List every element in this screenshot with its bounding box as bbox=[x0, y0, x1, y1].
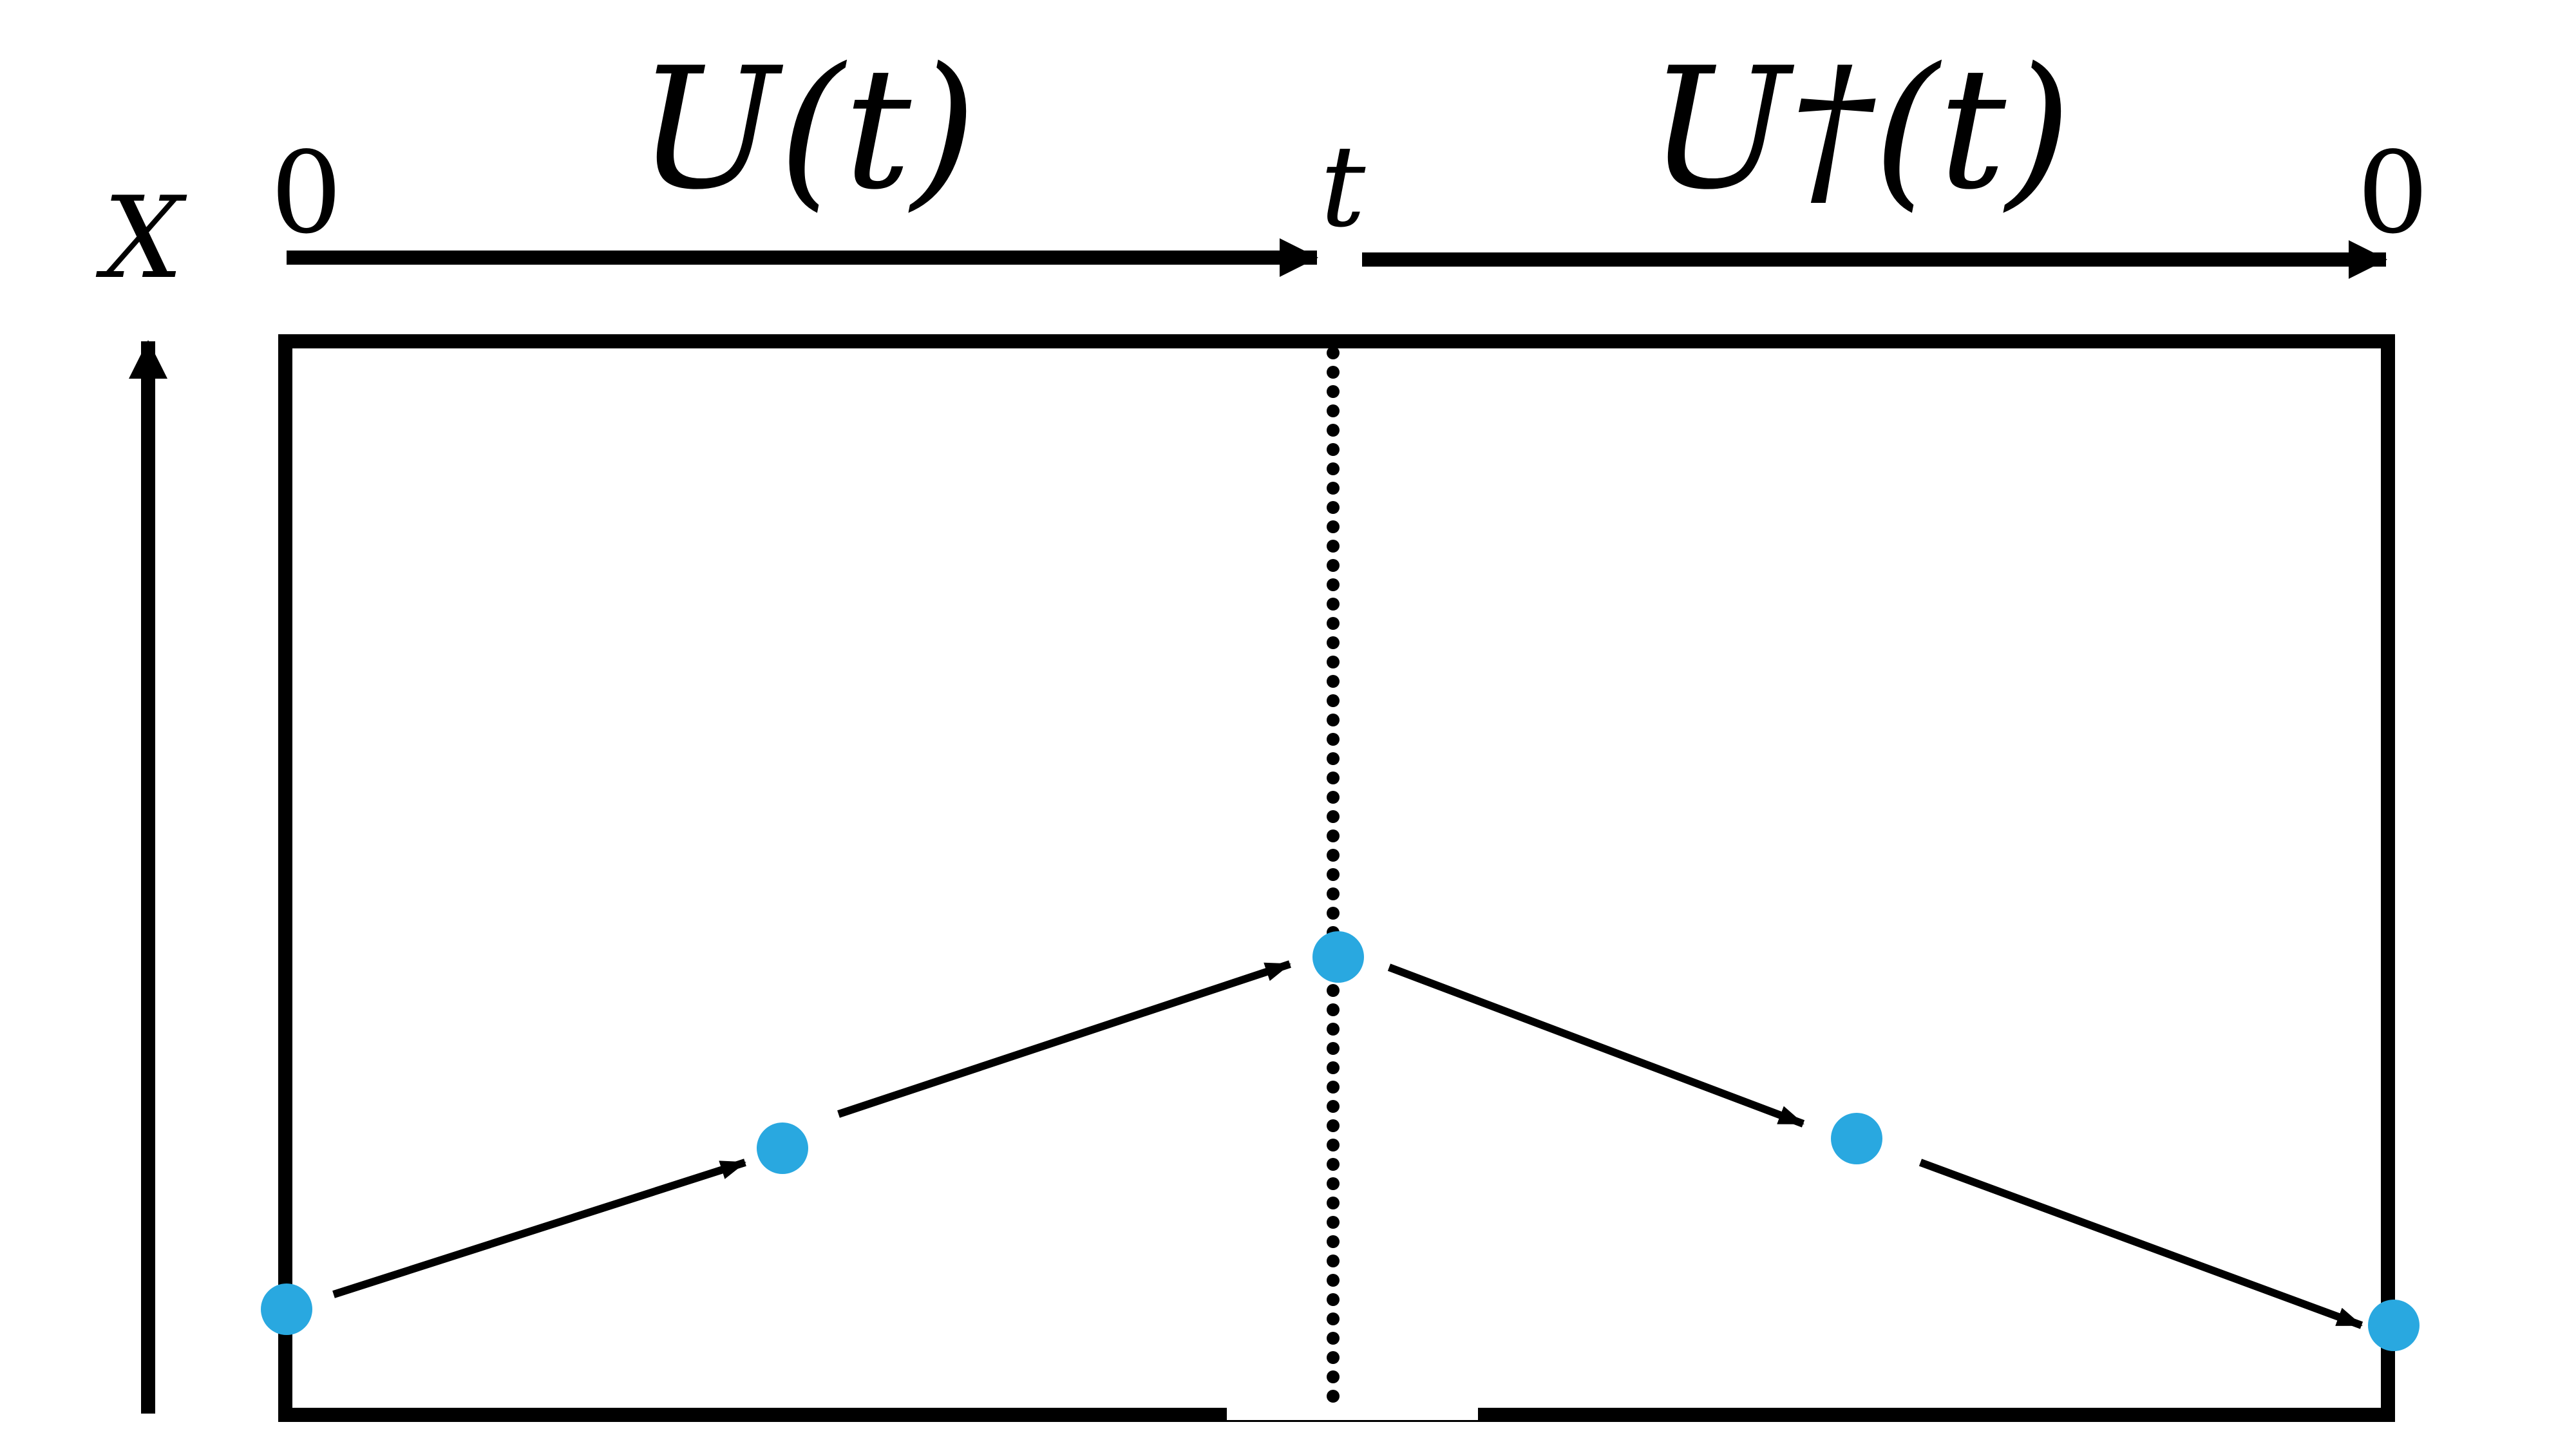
trajectory-arrow-3 bbox=[1387, 963, 1805, 1128]
time-start-label: 0 bbox=[270, 128, 342, 259]
trajectory-arrow-1 bbox=[332, 1159, 746, 1298]
state-point-5 bbox=[2368, 1300, 2420, 1351]
state-point-3 bbox=[1312, 931, 1364, 983]
time-mid-label: t bbox=[1320, 122, 1366, 252]
trajectory-arrow-4 bbox=[1918, 1159, 2363, 1329]
state-point-4 bbox=[1831, 1113, 1882, 1164]
bottom-border-gap bbox=[1227, 1407, 1478, 1420]
state-point-2 bbox=[757, 1122, 808, 1174]
trajectory-arrow-2 bbox=[837, 960, 1291, 1118]
backward-operator-label: U†(t) bbox=[1649, 32, 2071, 227]
time-end-label: 0 bbox=[2357, 128, 2429, 259]
axis-label-x: X bbox=[95, 173, 187, 304]
forward-operator-label: U(t) bbox=[638, 32, 976, 227]
state-point-1 bbox=[261, 1283, 312, 1335]
